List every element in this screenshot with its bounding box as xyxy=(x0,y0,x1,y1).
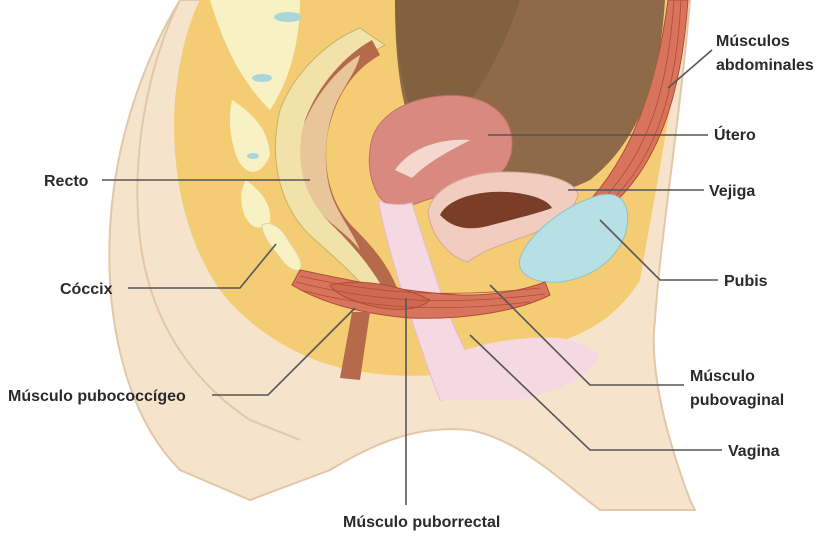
sacrum-disc-3 xyxy=(247,153,259,159)
buttock-curve xyxy=(136,0,301,441)
sacrum-disc-2 xyxy=(252,74,272,82)
abdominal-muscle-striation-1 xyxy=(589,0,675,213)
labels: Músculos abdominales Útero Vejiga Pubis … xyxy=(8,33,814,531)
muscle-striation-3 xyxy=(299,289,531,309)
vulva-region xyxy=(440,337,600,400)
bladder xyxy=(427,171,579,263)
label-musculo-pubococcigeo: Músculo pubococcígeo xyxy=(8,388,186,405)
sacrum-disc-1 xyxy=(274,12,302,22)
label-vejiga: Vejiga xyxy=(709,183,755,200)
pubis-bone xyxy=(519,193,629,283)
leader-pubococcigeo xyxy=(212,307,356,396)
label-pubis: Pubis xyxy=(724,273,768,290)
puborectalis-muscle xyxy=(329,281,431,310)
uterus-cavity xyxy=(395,139,470,178)
anal-canal xyxy=(340,312,370,380)
rectum-lumen xyxy=(300,55,360,250)
label-musculos-abdominales-line2: abdominales xyxy=(716,57,814,74)
label-recto: Recto xyxy=(44,173,89,190)
leader-pubis xyxy=(599,219,718,281)
label-utero: Útero xyxy=(714,125,756,144)
leader-coccix xyxy=(128,243,277,289)
label-musculo-pubovaginal-line1: Músculo xyxy=(690,368,755,385)
leader-vagina xyxy=(469,334,722,451)
bladder-lumen xyxy=(440,191,552,229)
label-vagina: Vagina xyxy=(728,443,780,460)
label-musculos-abdominales-line1: Músculos xyxy=(716,33,790,50)
leader-lines xyxy=(102,49,722,505)
sacrum-bone-3 xyxy=(241,180,271,228)
label-coccix: Cóccix xyxy=(60,281,113,298)
sacrum-bones xyxy=(210,0,302,228)
sacrum-bone-1 xyxy=(210,0,300,110)
leader-pubovaginal xyxy=(489,284,684,386)
label-musculo-pubovaginal-line2: pubovaginal xyxy=(690,392,784,409)
muscle-striation-1 xyxy=(299,275,541,294)
label-musculo-puborrectal: Músculo puborrectal xyxy=(343,514,500,531)
sacrum-bone-2 xyxy=(230,100,270,172)
leader-musculos-abdominales xyxy=(667,49,713,89)
